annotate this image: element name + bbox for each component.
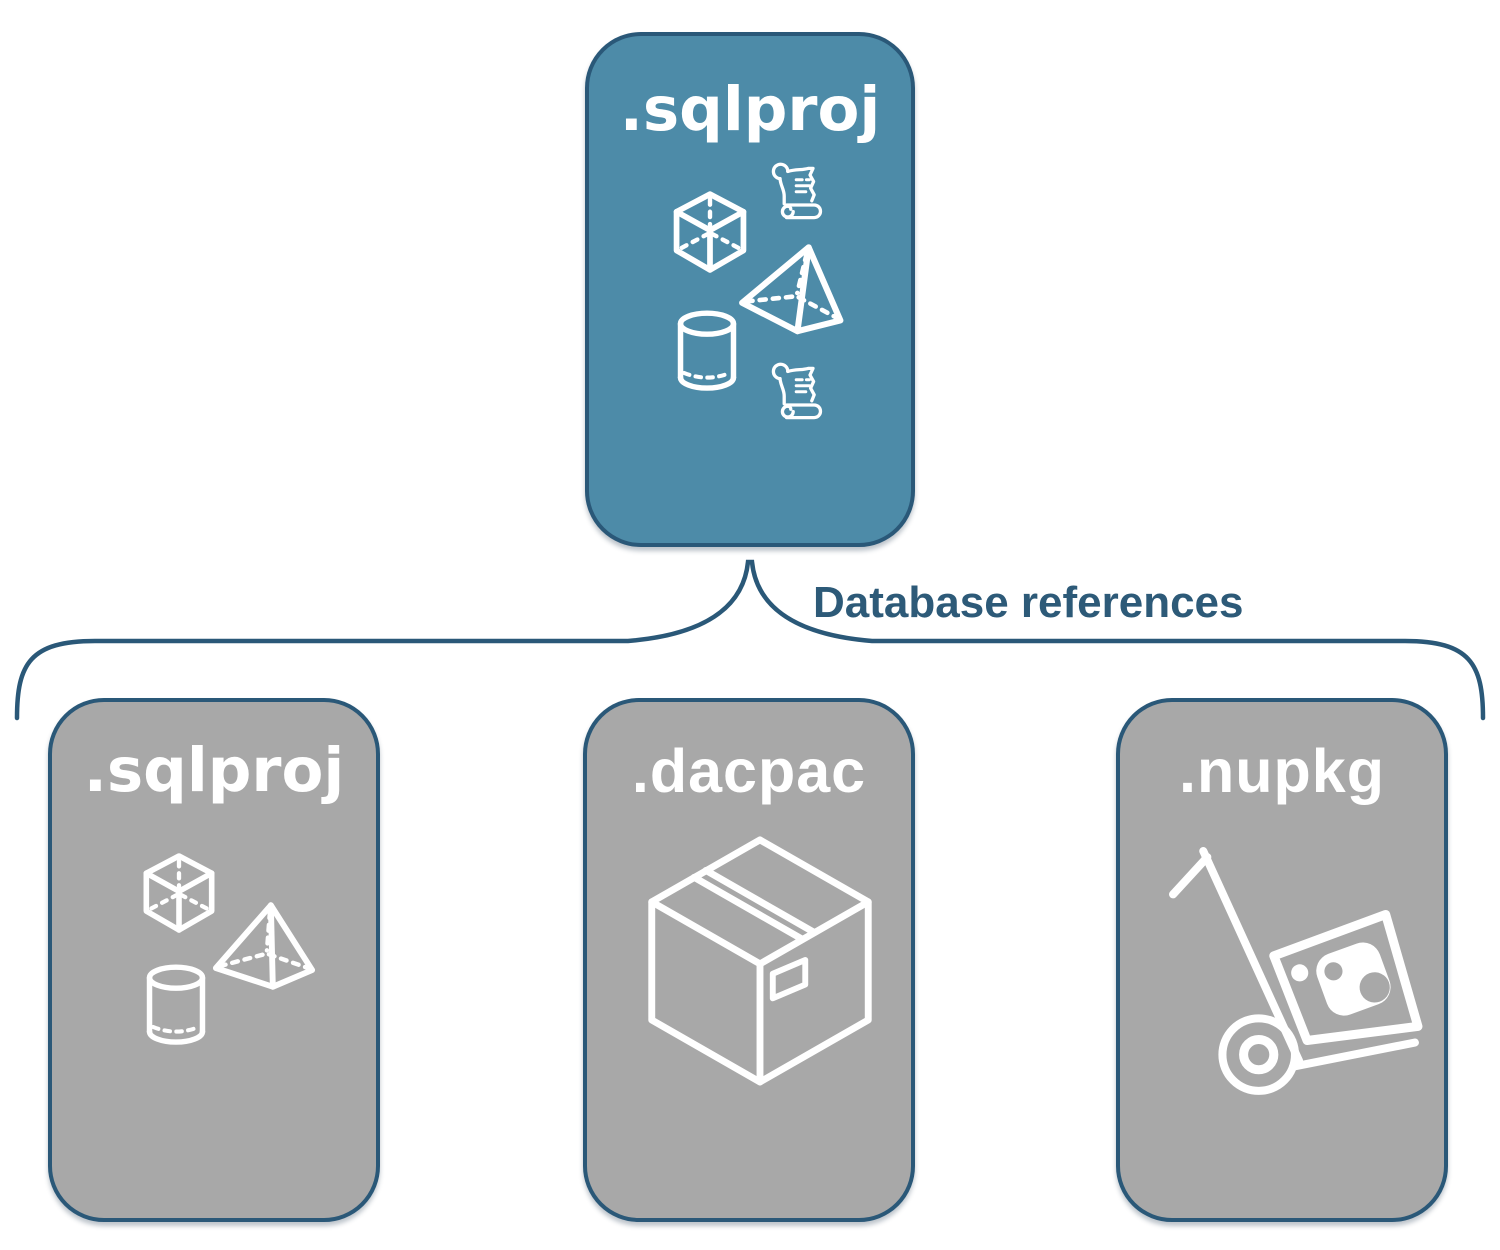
hand-truck-icon	[1166, 842, 1428, 1104]
node-sqlproj-main: .sqlproj	[585, 32, 915, 547]
package-icon	[637, 824, 883, 1090]
node-dacpac-ref: .dacpac	[583, 698, 915, 1222]
pyramid-icon	[210, 898, 318, 994]
node-label: .nupkg	[1179, 737, 1385, 805]
scroll-icon	[765, 162, 825, 224]
cylinder-icon	[142, 964, 210, 1048]
pyramid-icon	[732, 230, 858, 346]
connector-label: Database references	[813, 578, 1244, 627]
cylinder-icon	[674, 310, 740, 394]
node-label: .sqlproj	[619, 74, 881, 145]
node-sqlproj-ref: .sqlproj	[48, 698, 380, 1222]
node-nupkg-ref: .nupkg	[1116, 698, 1448, 1222]
node-label: .sqlproj	[83, 735, 345, 806]
node-label: .dacpac	[631, 737, 867, 805]
scroll-icon	[765, 362, 825, 424]
